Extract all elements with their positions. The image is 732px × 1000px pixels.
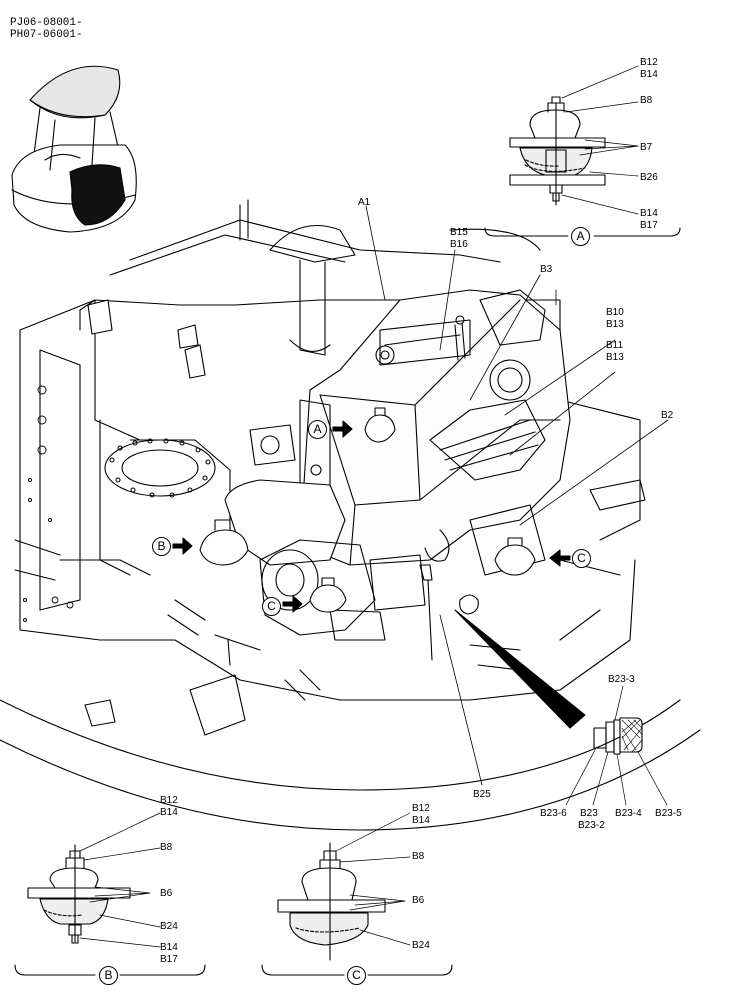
upper-frame: [0, 199, 701, 831]
label-b11: B11: [606, 340, 624, 351]
detail-a-b12: B12: [640, 57, 658, 68]
detail-b-b24: B24: [160, 921, 178, 932]
callout-c-left[interactable]: C: [262, 597, 281, 616]
detail-a-b26: B26: [640, 172, 658, 183]
label-b2: B2: [661, 410, 674, 421]
serial-range-line-1: PJ06-08001-: [10, 17, 83, 29]
serial-range-line-2: PH07-06001-: [10, 29, 83, 41]
arrow-c-left: [282, 595, 303, 613]
label-b16: B16: [450, 239, 468, 250]
detail-a-b14-top: B14: [640, 69, 658, 80]
label-b15: B15: [450, 227, 468, 238]
detail-b23-4: B23-4: [615, 808, 642, 819]
frame-holes: [23, 385, 74, 622]
detail-a-b17: B17: [640, 220, 658, 231]
detail-b23-leaders: [565, 685, 668, 806]
detail-b23-2: B23-2: [578, 820, 605, 831]
detail-b-b6: B6: [160, 888, 173, 899]
detail-pointer: [454, 609, 586, 729]
leader-lines: [365, 205, 669, 786]
arrow-a: [332, 420, 353, 438]
arrow-b: [172, 537, 193, 555]
callout-b[interactable]: B: [152, 537, 171, 556]
detail-c-b14-top: B14: [412, 815, 430, 826]
detail-c-drawing: [277, 842, 386, 961]
detail-b23-3: B23-3: [608, 674, 635, 685]
detail-b-b12: B12: [160, 795, 178, 806]
detail-b-caption: B: [99, 966, 118, 985]
detail-c-b12: B12: [412, 803, 430, 814]
callout-arrows[interactable]: [172, 420, 571, 613]
callout-c-right[interactable]: C: [572, 549, 591, 568]
label-b25: B25: [473, 789, 491, 800]
detail-b-b14-top: B14: [160, 807, 178, 818]
engine-mount-rubbers: [199, 407, 536, 613]
engine-assembly: [224, 289, 571, 661]
detail-b-drawing: [27, 844, 131, 944]
detail-c-b24: B24: [412, 940, 430, 951]
detail-a-b8: B8: [640, 95, 653, 106]
label-b3: B3: [540, 264, 553, 275]
detail-a-b14-bottom: B14: [640, 208, 658, 219]
detail-c-b6: B6: [412, 895, 425, 906]
detail-b23-drawing: [593, 717, 643, 755]
detail-a-leaders: [561, 65, 639, 215]
machine-thumbnail: [11, 65, 137, 233]
detail-a-b7: B7: [640, 142, 653, 153]
label-b13-lower: B13: [606, 352, 624, 363]
detail-b-leaders: [79, 812, 161, 948]
detail-b23-6: B23-6: [540, 808, 567, 819]
detail-c-caption: C: [347, 966, 366, 985]
label-b13-upper: B13: [606, 319, 624, 330]
detail-c-b8: B8: [412, 851, 425, 862]
detail-b23-5: B23-5: [655, 808, 682, 819]
detail-b-b17: B17: [160, 954, 178, 965]
callout-a[interactable]: A: [308, 420, 327, 439]
detail-a-bracket: [484, 227, 681, 237]
detail-a-caption: A: [571, 227, 590, 246]
label-a1: A1: [358, 197, 371, 208]
detail-c-bracket: [261, 964, 453, 976]
detail-b-bracket: [14, 964, 206, 976]
detail-a-drawing: [509, 96, 606, 206]
detail-b-b8: B8: [160, 842, 173, 853]
label-b10: B10: [606, 307, 624, 318]
detail-b23: B23: [580, 808, 598, 819]
swing-bearing: [104, 438, 216, 498]
detail-b-b14-bottom: B14: [160, 942, 178, 953]
arrow-c-right: [549, 549, 571, 567]
detail-c-leaders: [335, 812, 411, 946]
